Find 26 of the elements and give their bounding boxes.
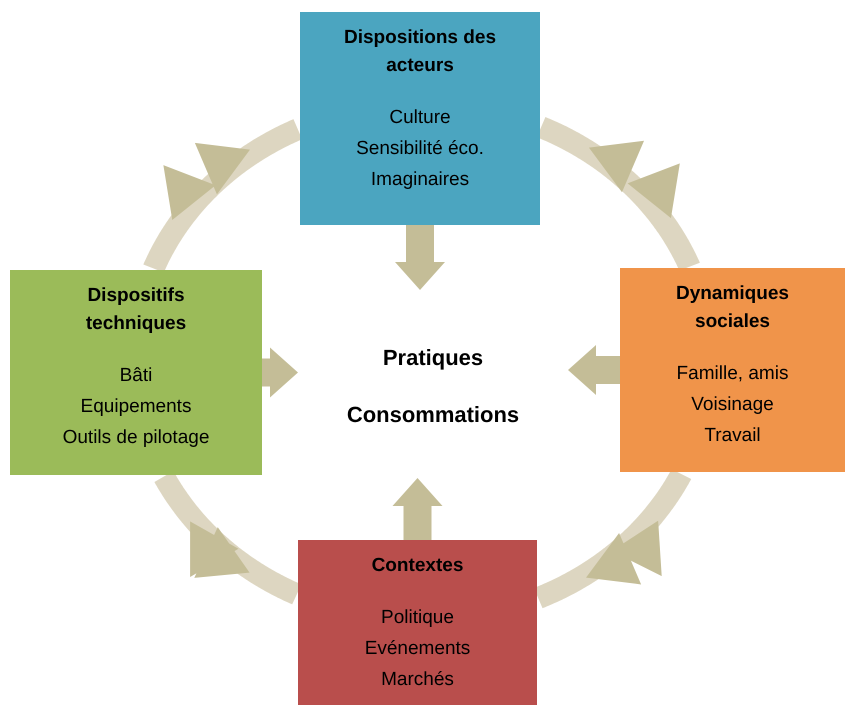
box-item: Outils de pilotage — [62, 426, 210, 450]
block-arrow — [395, 225, 445, 290]
box-heading: Dispositifs techniques — [84, 284, 188, 336]
box-heading: Dispositions des acteurs — [342, 26, 498, 78]
box-item: Bâti — [120, 364, 152, 388]
block-arrow — [262, 348, 298, 398]
box-heading: Dynamiques sociales — [675, 282, 790, 334]
box-item: Famille, amis — [676, 362, 788, 386]
box-item: Imaginaires — [370, 168, 470, 192]
factor-box — [10, 270, 262, 475]
block-arrow — [568, 345, 620, 395]
box-item: Sensibilité éco. — [356, 137, 484, 161]
factor-box — [300, 12, 540, 225]
box-item: Evénements — [364, 637, 470, 661]
factor-box — [298, 540, 537, 705]
center-label: Pratiques — [382, 344, 484, 371]
block-arrow — [392, 478, 442, 540]
box-item: Politique — [381, 606, 454, 630]
box-item: Travail — [704, 424, 761, 448]
box-item: Marchés — [381, 668, 454, 692]
factor-box — [620, 268, 845, 472]
box-item: Voisinage — [691, 393, 774, 417]
box-heading: Contextes — [370, 554, 464, 578]
box-item: Equipements — [80, 395, 192, 419]
center-label: Consommations — [346, 401, 520, 428]
box-item: Culture — [389, 106, 451, 130]
